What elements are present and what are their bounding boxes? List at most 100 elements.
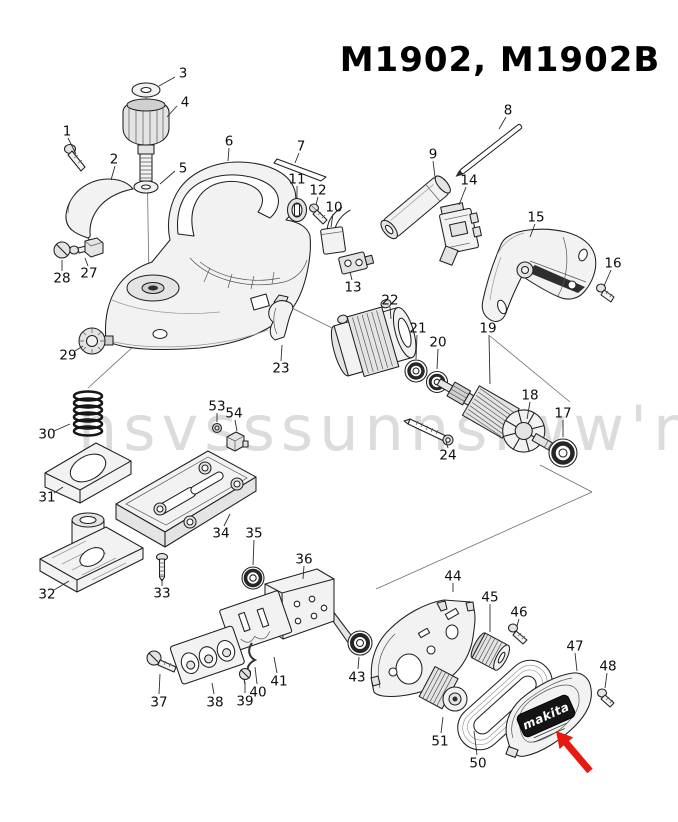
part-number-9: 9 xyxy=(429,147,438,163)
leader-line-1 xyxy=(67,137,77,155)
leader-line-36 xyxy=(302,565,305,580)
part-number-36: 36 xyxy=(295,552,312,568)
part-23-lock-lever xyxy=(268,294,294,341)
part-31-plate xyxy=(44,442,132,504)
part-number-34: 34 xyxy=(212,526,229,542)
part-number-14: 14 xyxy=(460,173,477,189)
watermark-text: nsvsssunnslww'n xyxy=(78,392,678,465)
part-number-5: 5 xyxy=(179,161,188,177)
leader-line-29 xyxy=(74,345,84,352)
leader-line-7 xyxy=(294,152,300,164)
part-number-8: 8 xyxy=(504,103,513,119)
part-number-48: 48 xyxy=(599,659,616,675)
part-11-brush-cap xyxy=(286,197,308,223)
part-number-28: 28 xyxy=(53,271,70,287)
leader-line-8 xyxy=(498,116,507,130)
part-number-37: 37 xyxy=(150,695,167,711)
part-number-29: 29 xyxy=(59,348,76,364)
part-number-51: 51 xyxy=(431,734,448,750)
leader-line-30 xyxy=(53,423,71,432)
leader-line-20 xyxy=(436,348,439,370)
part-number-4: 4 xyxy=(181,95,190,111)
leader-line-46 xyxy=(516,618,520,627)
leader-line-38 xyxy=(211,682,215,695)
leader-line-18 xyxy=(526,401,531,420)
part-number-7: 7 xyxy=(297,139,306,155)
leader-line-4 xyxy=(166,105,178,118)
part-number-43: 43 xyxy=(348,670,365,686)
part-28-cap-screw xyxy=(53,241,71,259)
part-5-washer xyxy=(133,180,159,194)
leader-line-23 xyxy=(280,344,283,362)
leader-line-13 xyxy=(349,271,353,281)
diagram-artwork: makita xyxy=(39,82,615,758)
part-33-screw xyxy=(155,552,169,582)
part-15-rear-handle xyxy=(481,228,597,322)
part-number-6: 6 xyxy=(225,134,234,150)
leader-line-37 xyxy=(158,673,161,695)
part-10-capacitor xyxy=(320,206,351,255)
part-6-main-housing xyxy=(91,161,311,351)
part-12-screw xyxy=(308,203,328,225)
part-17-bearing xyxy=(548,438,578,468)
leader-line-47 xyxy=(574,652,578,672)
leader-line-16 xyxy=(603,269,612,287)
part-4-clamp-knob xyxy=(122,98,170,182)
leader-line-12 xyxy=(315,196,319,206)
leader-line-9 xyxy=(432,160,436,178)
part-number-1: 1 xyxy=(63,124,72,140)
part-number-47: 47 xyxy=(566,639,583,655)
part-number-23: 23 xyxy=(272,361,289,377)
part-number-12: 12 xyxy=(309,183,326,199)
leader-line-5 xyxy=(159,170,176,185)
leader-line-54 xyxy=(234,419,238,432)
part-number-20: 20 xyxy=(429,335,446,351)
part-2-chip-deflector xyxy=(65,178,134,245)
assembly-connector-line xyxy=(539,464,593,493)
assembly-connector-line xyxy=(375,491,593,590)
part-number-45: 45 xyxy=(481,590,498,606)
leader-line-21 xyxy=(415,334,418,360)
part-53-nut xyxy=(211,422,223,434)
part-48-screw xyxy=(596,688,615,708)
part-number-30: 30 xyxy=(38,427,55,443)
leader-line-22 xyxy=(389,306,392,320)
part-number-54: 54 xyxy=(225,406,242,422)
part-37-screw xyxy=(146,650,177,673)
part-number-24: 24 xyxy=(439,448,456,464)
part-54-block xyxy=(226,431,249,452)
part-number-2: 2 xyxy=(110,152,119,168)
leader-line-41 xyxy=(273,656,278,674)
part-35-bearing xyxy=(241,566,265,590)
part-24-screw xyxy=(403,418,454,446)
part-number-33: 33 xyxy=(153,586,170,602)
part-1-screw xyxy=(63,143,86,172)
highlight-arrow xyxy=(556,731,593,774)
part-number-46: 46 xyxy=(510,605,527,621)
part-number-39: 39 xyxy=(236,694,253,710)
leader-line-24 xyxy=(445,440,449,449)
part-number-50: 50 xyxy=(469,756,486,772)
leader-line-51 xyxy=(440,716,444,734)
part-9-grip-tube xyxy=(380,175,451,240)
leader-line-15 xyxy=(529,223,536,238)
leader-line-40 xyxy=(254,666,258,685)
part-number-11: 11 xyxy=(288,172,305,188)
part-30-spring xyxy=(72,390,104,437)
part-13-terminal-block xyxy=(338,251,375,275)
leader-line-50 xyxy=(473,730,478,756)
leader-line-34 xyxy=(223,513,231,527)
part-number-27: 27 xyxy=(80,266,97,282)
leader-line-6 xyxy=(227,147,230,162)
part-34-base xyxy=(115,450,257,548)
part-number-21: 21 xyxy=(409,321,426,337)
part-46-screw xyxy=(507,623,528,645)
part-44-side-plate xyxy=(370,599,476,698)
part-51-pulley xyxy=(418,666,468,712)
part-number-22: 22 xyxy=(381,293,398,309)
part-39-screw xyxy=(238,667,252,685)
leader-line-32 xyxy=(53,580,70,591)
part-number-35: 35 xyxy=(245,526,262,542)
